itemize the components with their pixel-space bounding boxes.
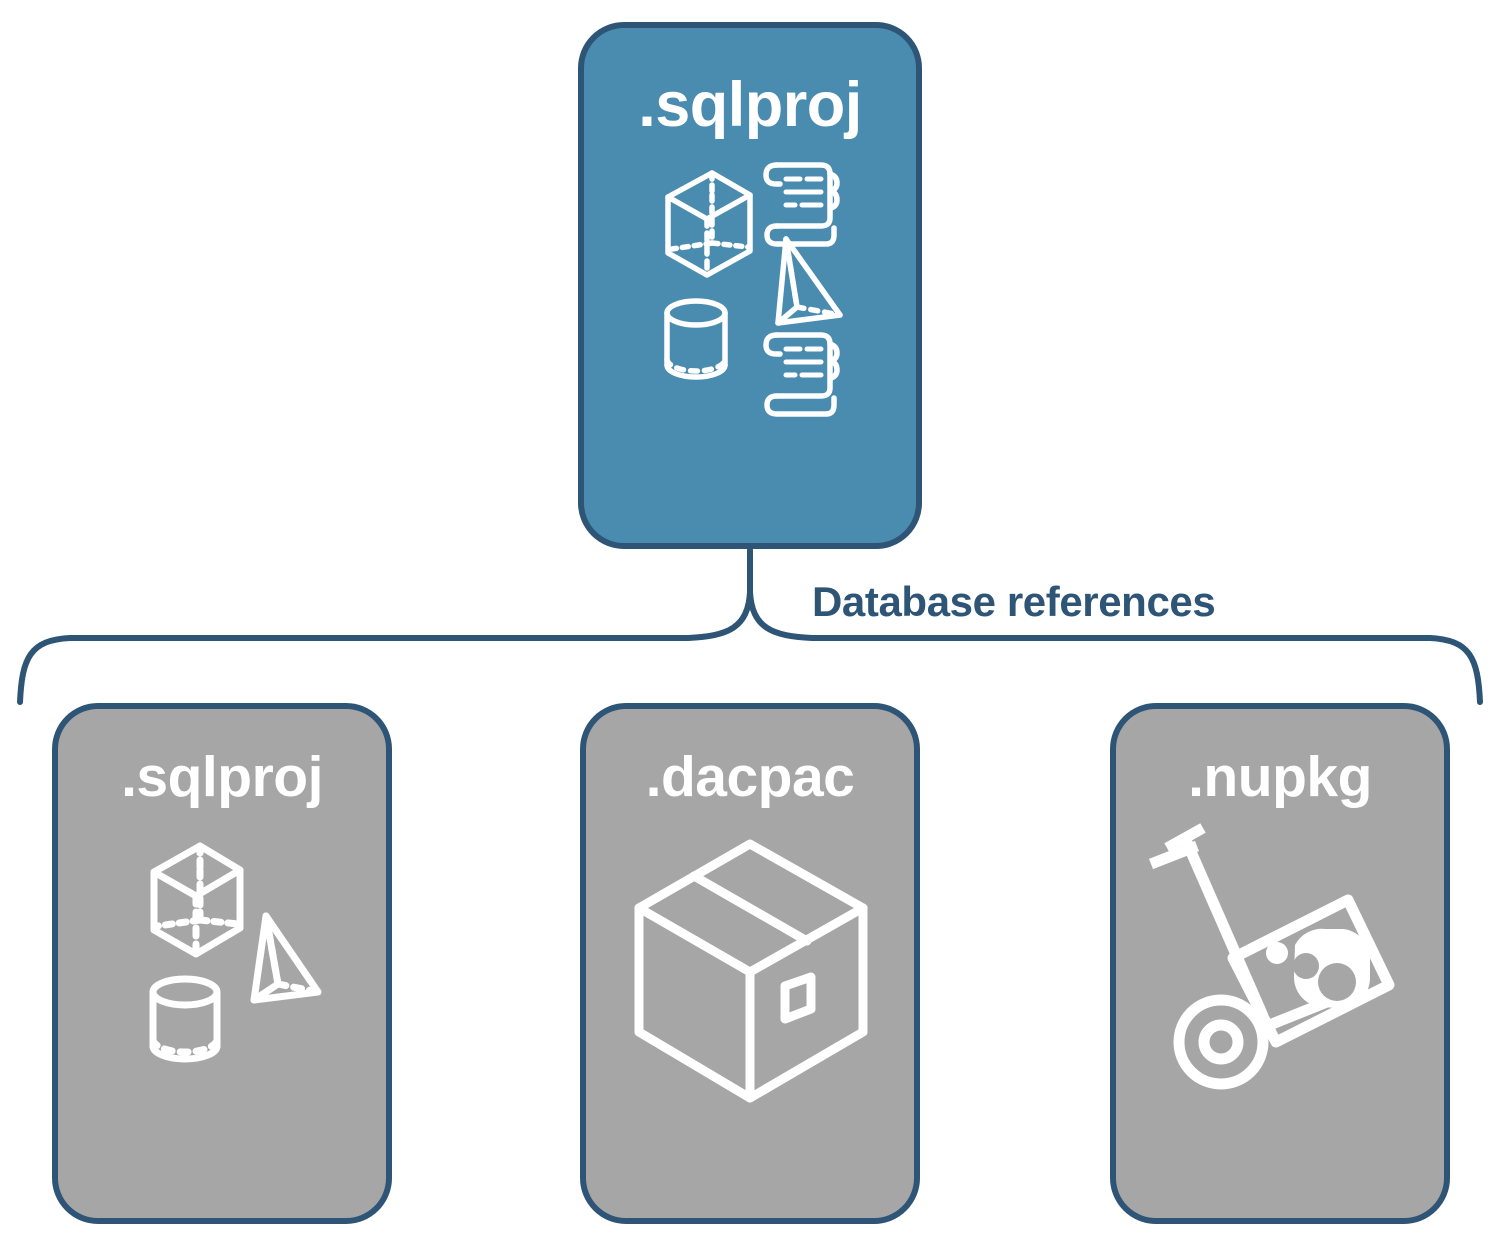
shapes-and-scripts-icon-group (664, 162, 843, 417)
node-card-child-sqlproj[interactable]: .sqlproj (52, 703, 392, 1224)
hand-truck-nuget-icon (1148, 823, 1395, 1090)
wireframe-cube-icon (665, 170, 753, 278)
node-card-child-dacpac[interactable]: .dacpac (580, 703, 920, 1224)
wireframe-cylinder-icon (149, 975, 221, 1063)
wireframe-cylinder-icon (664, 298, 728, 380)
wireframe-pyramid-icon (775, 236, 843, 326)
card-title-child-sqlproj: .sqlproj (121, 745, 323, 809)
wireframe-pyramid-icon (250, 912, 322, 1004)
node-card-parent-sqlproj[interactable]: .sqlproj (578, 22, 922, 549)
wireframe-cube-icon (150, 842, 244, 958)
package-box-icon (634, 839, 868, 1103)
child-dacpac-icon-cluster (615, 820, 885, 1125)
card-title-child-dacpac: .dacpac (645, 745, 855, 809)
connector-label-database-references: Database references (812, 578, 1216, 625)
hand-truck-wheel-icon (1173, 994, 1269, 1090)
script-scroll-icon-bottom (763, 332, 840, 417)
child-sqlproj-icon-cluster (112, 820, 332, 1075)
shapes-icon-group (149, 842, 322, 1063)
card-title-parent: .sqlproj (638, 70, 862, 140)
parent-icon-cluster (650, 155, 850, 430)
script-scroll-icon-top (763, 162, 840, 247)
child-nupkg-icon-cluster (1145, 820, 1415, 1115)
card-title-child-nupkg: .nupkg (1188, 745, 1372, 809)
node-card-child-nupkg[interactable]: .nupkg (1110, 703, 1450, 1224)
nuget-glyph-cutouts (1293, 953, 1356, 1001)
